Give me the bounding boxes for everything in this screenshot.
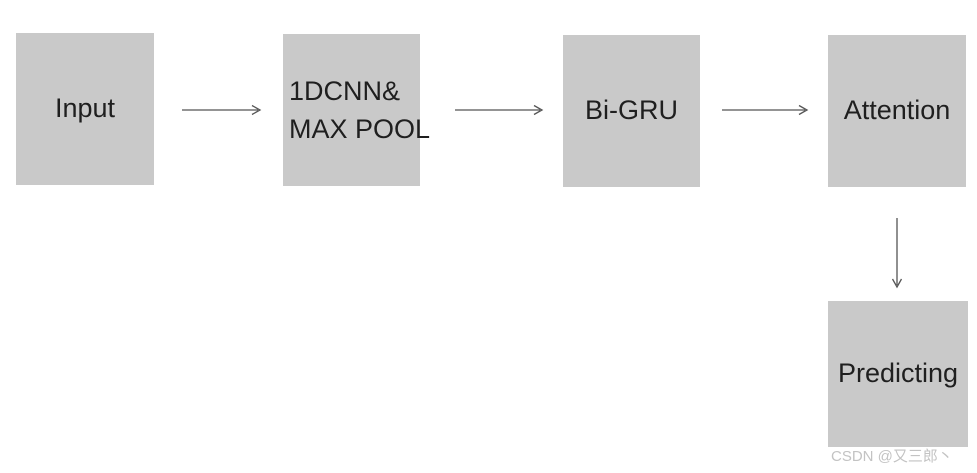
node-input: Input xyxy=(16,33,154,185)
node-1dcnn-maxpool: 1DCNN& MAX POOL xyxy=(283,34,430,186)
arrow-bigru-to-attention-icon xyxy=(722,104,809,116)
arrow-cnn-to-bigru-icon xyxy=(455,104,544,116)
node-predicting-label: Predicting xyxy=(837,358,959,389)
watermark-text: CSDN @又三郎丶 xyxy=(831,448,953,465)
node-bigru-label: Bi-GRU xyxy=(585,95,678,126)
node-1dcnn-maxpool-line1: 1DCNN& xyxy=(289,76,401,106)
node-bigru: Bi-GRU xyxy=(563,35,700,187)
node-attention: Attention xyxy=(828,35,966,187)
node-1dcnn-maxpool-line2: MAX POOL xyxy=(289,114,431,144)
node-1dcnn-maxpool-label: 1DCNN& MAX POOL xyxy=(283,72,430,148)
arrow-input-to-cnn-icon xyxy=(182,104,262,116)
node-predicting: Predicting xyxy=(828,301,968,447)
node-attention-label: Attention xyxy=(843,95,951,126)
arrow-attention-to-predicting-icon xyxy=(891,218,903,289)
node-input-label: Input xyxy=(54,93,116,124)
